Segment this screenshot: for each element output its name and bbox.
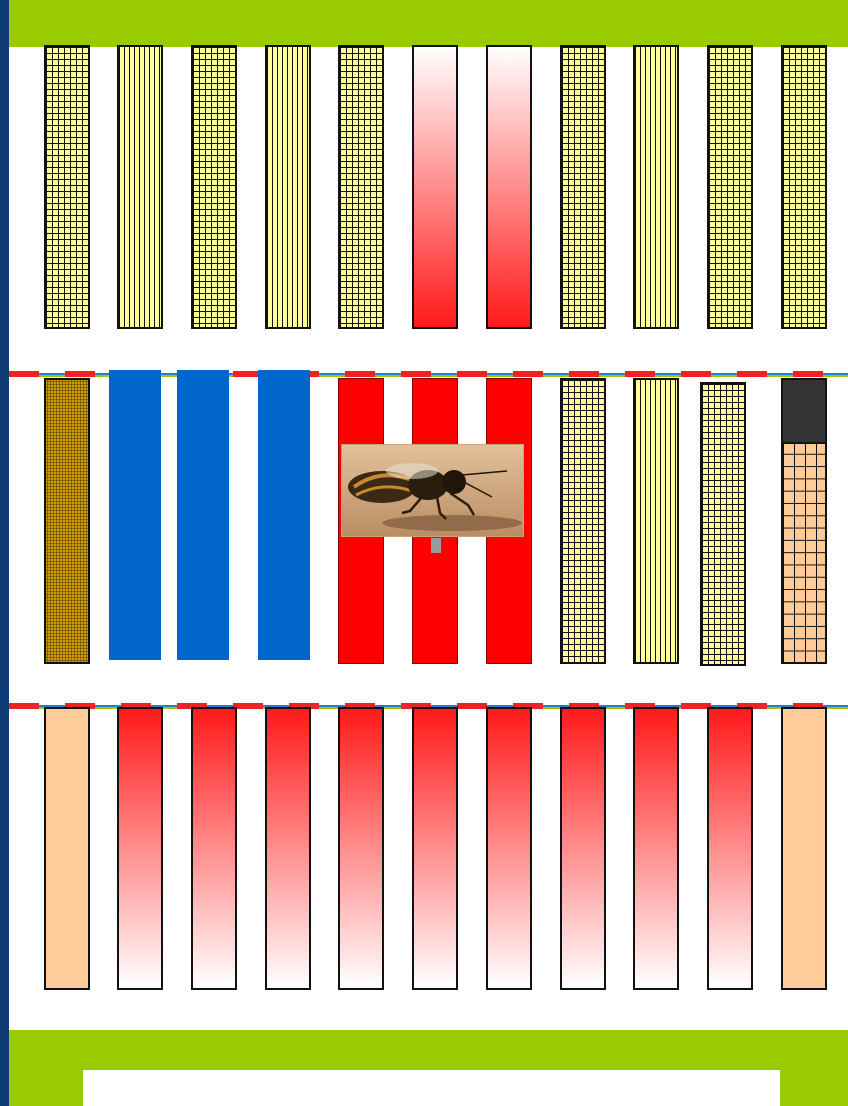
top-band (9, 0, 848, 47)
middle-box-frame-9 (633, 378, 679, 664)
middle-box-frame-2 (109, 370, 161, 660)
middle-box-frame-4 (258, 370, 310, 660)
lower-box-frame-11 (781, 707, 827, 990)
middle-box-frame-8 (560, 378, 606, 664)
bottom-board (83, 1070, 780, 1106)
queen-cell-cap (781, 378, 827, 444)
lower-box-frame-6 (412, 707, 458, 990)
upper-box-frame-5 (338, 45, 384, 329)
lower-box-frame-4 (265, 707, 311, 990)
lower-box-frame-9 (633, 707, 679, 990)
upper-box-frame-9 (633, 45, 679, 329)
bee-icon (342, 445, 524, 537)
upper-box-frame-1 (44, 45, 90, 329)
upper-box-frame-4 (265, 45, 311, 329)
upper-box-frame-6 (412, 45, 458, 329)
left-edge (0, 0, 9, 1106)
lower-box-frame-10 (707, 707, 753, 990)
upper-box-frame-11 (781, 45, 827, 329)
upper-box-frame-2 (117, 45, 163, 329)
upper-box-frame-3 (191, 45, 237, 329)
lower-box-frame-2 (117, 707, 163, 990)
photo-tab (431, 538, 441, 553)
lower-box-frame-8 (560, 707, 606, 990)
lower-box-frame-7 (486, 707, 532, 990)
lower-box-frame-3 (191, 707, 237, 990)
lower-box-frame-5 (338, 707, 384, 990)
upper-box-frame-7 (486, 45, 532, 329)
upper-box-frame-8 (560, 45, 606, 329)
lower-box-frame-1 (44, 707, 90, 990)
middle-box-frame-1 (44, 378, 90, 664)
bee-photo (341, 444, 524, 537)
upper-box-frame-10 (707, 45, 753, 329)
middle-box-frame-10 (700, 382, 746, 666)
middle-box-frame-3 (177, 370, 229, 660)
